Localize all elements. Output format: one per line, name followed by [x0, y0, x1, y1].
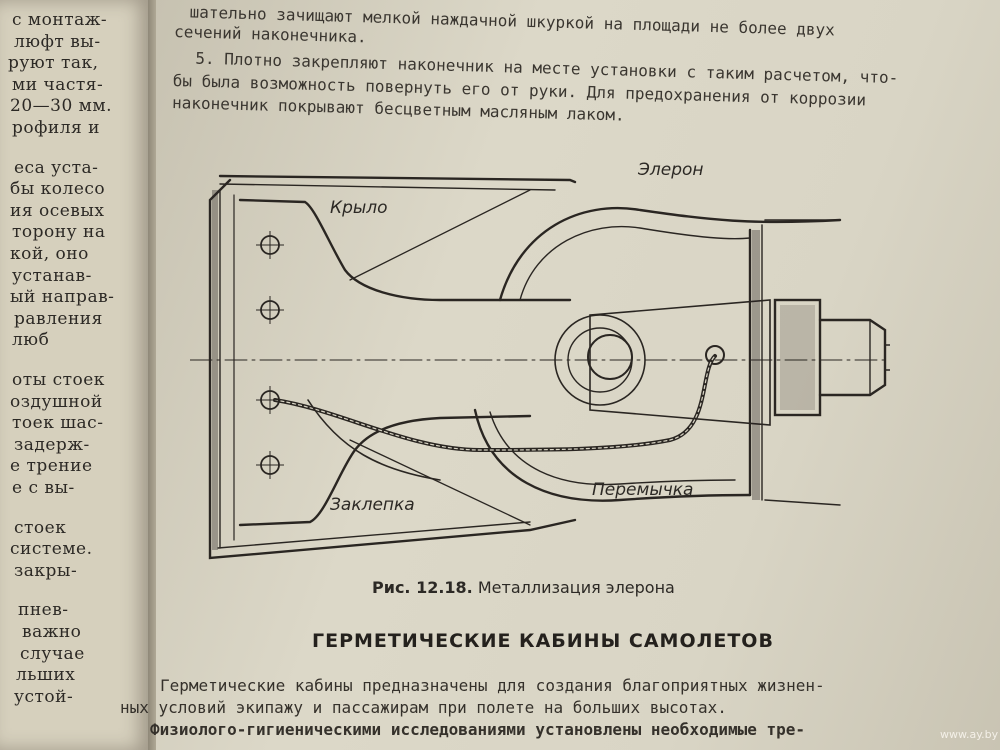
left-page-line: ия осевых: [10, 200, 105, 221]
body-text-line: Физиолого-гигиеническими исследованиями …: [150, 720, 806, 739]
left-page-line: руют так,: [8, 53, 99, 74]
bracket-housing: [773, 298, 822, 417]
bonding-jumper: [273, 354, 717, 453]
jumper-lead: [307, 399, 441, 481]
wing-bottom-skin-inner: [217, 521, 531, 549]
left-page-line: равления: [14, 308, 103, 329]
left-page-line: с монтаж-: [12, 10, 108, 30]
label-rivet: Заклепка: [330, 495, 415, 515]
label-aileron: Элерон: [638, 160, 704, 180]
hatched-housing: [780, 305, 815, 410]
hinge-bolt-end: [869, 319, 901, 396]
left-page-line: льших: [16, 665, 76, 686]
left-page-line: люб: [12, 330, 50, 351]
skin-hatching: [212, 190, 815, 550]
left-page-line: системе.: [10, 539, 93, 560]
label-wing: Крыло: [330, 198, 388, 218]
watermark: www.ay.by: [940, 728, 999, 741]
body-text-line: ных условий экипажу и пассажирам при пол…: [120, 698, 727, 717]
aileron-lower-outer: [473, 408, 752, 502]
aileron-nose-outer: [498, 206, 842, 302]
wing-rib-upper: [238, 198, 572, 302]
left-page-line: оздушной: [10, 391, 103, 412]
right-page: [156, 0, 1000, 750]
left-page-line: бы колесо: [10, 179, 106, 200]
jumper-terminal: [705, 345, 725, 365]
left-page-line: устой-: [14, 686, 74, 707]
left-page-line: тоек шас-: [12, 413, 104, 434]
book-gutter: [148, 0, 158, 750]
rib-diagonal-bottom: [349, 439, 531, 526]
rivet-holes: [256, 231, 284, 479]
left-page-line: случае: [20, 643, 85, 664]
bonding-jumper-braid: [274, 355, 716, 451]
left-page-line: кой, оно: [10, 244, 89, 264]
left-page: [0, 0, 150, 750]
wing-top-skin-inner: [219, 183, 556, 191]
hatched-spar: [212, 190, 218, 550]
body-text-line: Герметические кабины предназначены для с…: [160, 676, 825, 695]
caption-text: Металлизация элерона: [477, 578, 675, 597]
aileron-bonding-figure: Крыло Элерон Заклепка Перемычка: [189, 150, 901, 570]
hatched-aileron-spar: [752, 230, 760, 500]
hinge-arm: [589, 299, 771, 426]
left-page-line: торону на: [12, 222, 106, 243]
left-page-line: стоек: [14, 517, 67, 538]
left-page-line: устанав-: [12, 265, 92, 286]
label-jumper: Перемычка: [592, 480, 694, 500]
left-page-line: е трение: [10, 456, 93, 477]
section-heading: ГЕРМЕТИЧЕСКИЕ КАБИНЫ САМОЛЕТОВ: [312, 630, 774, 652]
technical-drawing: [189, 174, 901, 560]
left-page-line: важно: [22, 622, 82, 642]
left-page-line: ый направ-: [10, 287, 115, 308]
left-page-line: оты стоек: [12, 370, 105, 390]
aileron-nose-inner: [519, 225, 751, 301]
left-page-line: еса уста-: [14, 157, 99, 178]
left-page-line: задерж-: [14, 434, 90, 455]
caption-number: Рис. 12.18.: [372, 578, 473, 597]
rib-diagonal-top: [349, 189, 531, 281]
left-page-line: люфт вы-: [14, 31, 101, 52]
left-page-line: 20—30 мм.: [10, 96, 113, 117]
hinge-pin: [587, 334, 633, 380]
figure-caption: Рис. 12.18. Металлизация элерона: [372, 578, 675, 597]
left-page-line: рофиля и: [12, 118, 101, 138]
wing-outer-contour: [208, 178, 577, 560]
aileron-skin: [764, 219, 841, 506]
hinge-nut: [818, 318, 887, 397]
left-page-line: закры-: [14, 560, 78, 581]
left-page-line: е с вы-: [12, 478, 75, 498]
wing-top-skin: [218, 174, 577, 184]
left-page-line: пнев-: [18, 600, 69, 621]
rivet-crosshairs: [256, 231, 284, 479]
left-page-line: ми частя-: [12, 74, 104, 95]
